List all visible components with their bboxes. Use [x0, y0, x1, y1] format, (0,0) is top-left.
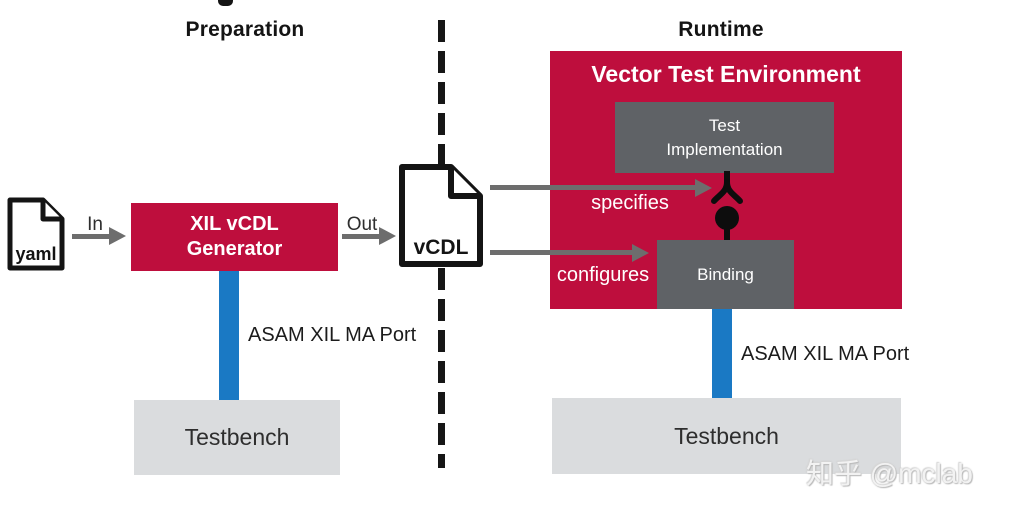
- cropped-text-artifact: [218, 0, 233, 6]
- in-arrow-label: In: [87, 214, 103, 235]
- vcdl-file-icon: vCDL: [397, 162, 485, 269]
- preparation-section-title: Preparation: [185, 18, 305, 41]
- test-implementation-line1: Test: [708, 115, 741, 135]
- watermark: 知乎 @mclab: [806, 458, 973, 489]
- ball-and-socket-connector-icon: [711, 171, 743, 243]
- configures-arrow-shaft: [490, 250, 633, 255]
- binding-box-label: Binding: [697, 264, 754, 284]
- in-arrow-head: [109, 227, 126, 245]
- testbench-box-left: Testbench: [134, 400, 340, 475]
- binding-box: Binding: [657, 240, 794, 309]
- out-arrow-label: Out: [346, 214, 378, 235]
- configures-arrow-label: configures: [556, 264, 650, 286]
- asam-port-bar-right: [712, 309, 732, 399]
- asam-port-label-left: ASAM XIL MA Port: [248, 324, 417, 346]
- asam-port-bar-left: [219, 271, 239, 400]
- generator-box-line2: Generator: [186, 238, 283, 260]
- document-icon: [399, 164, 483, 267]
- testbench-label-right: Testbench: [674, 422, 779, 449]
- vcdl-file-label: vCDL: [413, 236, 469, 259]
- test-implementation-box: Test Implementation: [615, 102, 834, 173]
- asam-port-label-right: ASAM XIL MA Port: [741, 343, 910, 365]
- configures-arrow-head: [632, 244, 649, 262]
- out-arrow-shaft: [342, 234, 380, 239]
- testbench-label-left: Testbench: [184, 424, 290, 450]
- specifies-arrow-head: [695, 179, 712, 197]
- testbench-box-right: Testbench: [552, 398, 901, 474]
- yaml-file-icon: yaml: [6, 196, 66, 272]
- yaml-file-label: yaml: [15, 244, 57, 264]
- xil-vcdl-generator-box: XIL vCDL Generator: [131, 203, 338, 271]
- out-arrow-head: [379, 227, 396, 245]
- in-arrow-shaft: [72, 234, 110, 239]
- specifies-arrow-shaft: [490, 185, 696, 190]
- runtime-section-title: Runtime: [678, 18, 764, 41]
- document-icon: [7, 197, 65, 271]
- vector-test-environment-title: Vector Test Environment: [591, 61, 861, 87]
- generator-box-line1: XIL vCDL: [190, 213, 279, 235]
- test-implementation-line2: Implementation: [666, 139, 783, 159]
- specifies-arrow-label: specifies: [591, 192, 669, 214]
